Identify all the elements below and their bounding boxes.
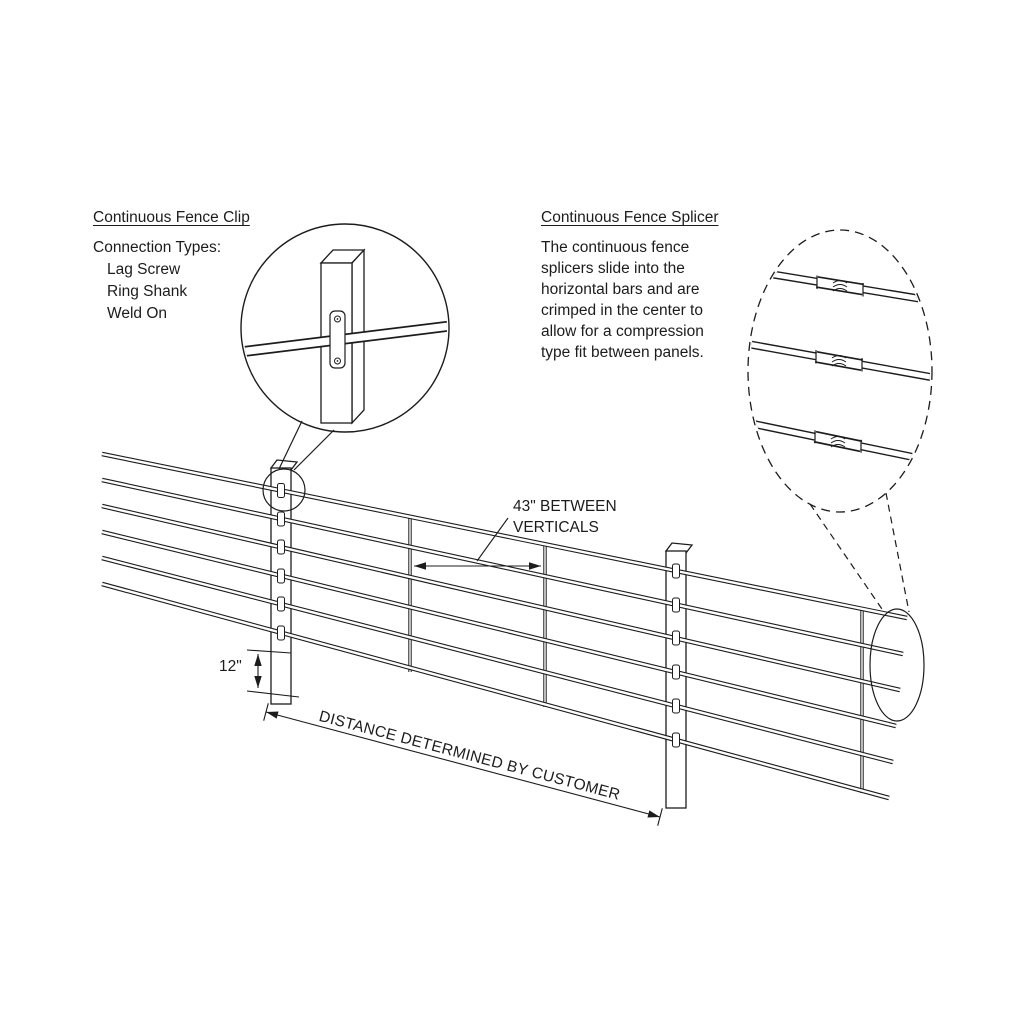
splicer-detail-ellipse	[747, 229, 933, 513]
splicer-callout-text: Continuous Fence Splicer The continuous …	[541, 207, 719, 363]
splicer-location-ellipse	[869, 608, 925, 722]
clip-detail-callout	[240, 223, 450, 512]
splicer-description-line: allow for a compression	[541, 323, 704, 340]
fence-clips	[277, 483, 680, 748]
clip-callout-title: Continuous Fence Clip	[93, 209, 250, 226]
fence-panel	[101, 451, 908, 809]
clip-connection-type-ring-shank: Ring Shank	[107, 283, 188, 300]
splicer-description-line: horizontal bars and are	[541, 281, 700, 298]
dimension-43-line2: VERTICALS	[513, 519, 599, 536]
splicer-description-line: The continuous fence	[541, 239, 690, 256]
fence-post-left	[269, 459, 299, 705]
splicer-description-line: splicers slide into the	[541, 260, 685, 277]
clip-connection-type-weld-on: Weld On	[107, 305, 168, 322]
splicer-description-line: type fit between panels.	[541, 344, 704, 361]
splicer-description-line: crimped in the center to	[541, 302, 703, 319]
dimension-panel-distance	[263, 703, 663, 826]
clip-connection-types-heading: Connection Types:	[93, 239, 222, 256]
clip-connection-type-lag-screw: Lag Screw	[107, 261, 181, 278]
dimension-43-label: 43" BETWEEN VERTICALS	[513, 496, 617, 538]
dimension-12-label: 12"	[219, 658, 242, 675]
clip-plate	[329, 310, 346, 369]
dimension-43-line1: 43" BETWEEN	[513, 498, 617, 515]
clip-location-circle	[262, 468, 306, 512]
splicer-detail-callout	[747, 229, 933, 722]
dimension-12-inch	[246, 649, 300, 698]
splicer-callout-title: Continuous Fence Splicer	[541, 209, 719, 226]
horizontal-bars	[101, 451, 908, 801]
clip-detail-circle	[240, 223, 450, 433]
clip-callout-text: Continuous Fence Clip Connection Types: …	[93, 207, 250, 325]
dimension-43-between-verticals	[414, 517, 541, 570]
vertical-stays	[408, 516, 864, 793]
